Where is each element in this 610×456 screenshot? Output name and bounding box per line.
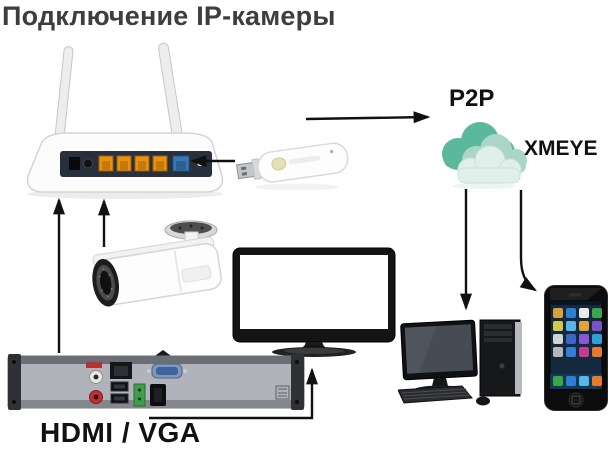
xmeye-label: XMEYE xyxy=(524,137,598,160)
cloud-icon xyxy=(430,116,534,190)
ip-camera-icon xyxy=(85,216,240,324)
arrow-to-p2p-cloud xyxy=(305,111,431,124)
page-title: Подключение IP-камеры xyxy=(2,1,336,31)
nvr-recorder-icon xyxy=(6,350,306,414)
monitor-icon xyxy=(230,246,400,358)
p2p-label: P2P xyxy=(449,85,495,112)
hdmi-vga-label: HDMI / VGA xyxy=(40,417,201,448)
arrow-cloud-to-phone xyxy=(519,190,538,292)
usb-wifi-dongle-icon xyxy=(233,132,353,196)
wifi-router-icon xyxy=(12,42,237,202)
desktop-computer-icon xyxy=(398,314,538,408)
smartphone-icon xyxy=(543,284,609,412)
